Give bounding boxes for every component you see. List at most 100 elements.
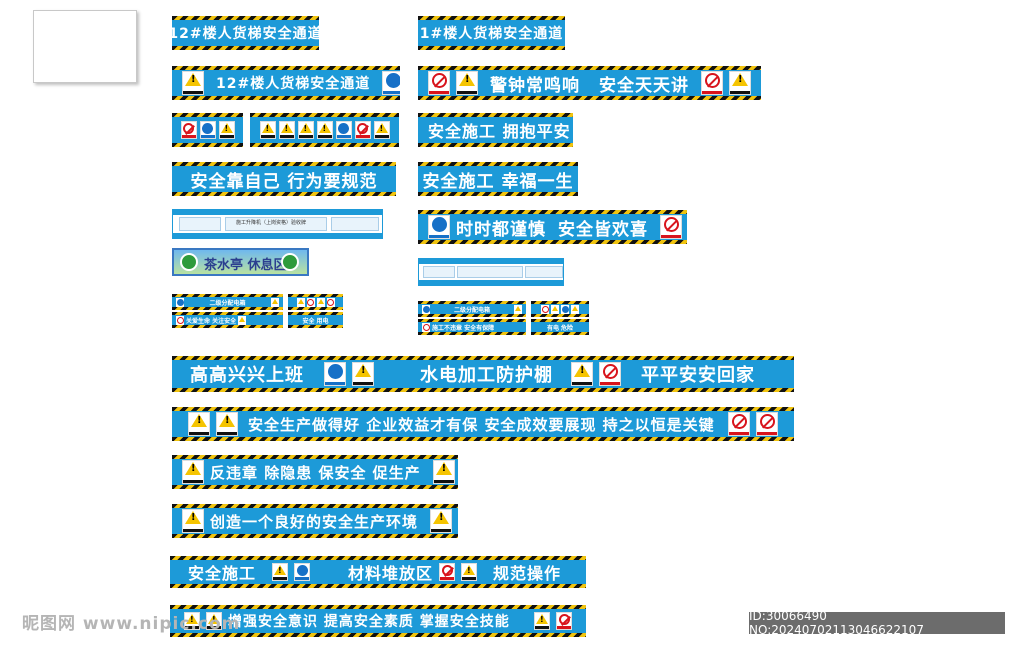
warning-sign-icon	[182, 71, 204, 95]
no-smoking-sign-icon	[176, 315, 184, 325]
info-board-panel: 施工升降机（上岗资格）验收牌	[172, 209, 383, 239]
green-sign-icon	[281, 253, 299, 271]
banner-text: 增强安全意识 提高安全素质 掌握安全技能	[228, 614, 510, 630]
helmet-sign-icon	[561, 304, 569, 314]
warning-sign-icon	[278, 121, 295, 139]
banner-text: 高高兴兴上班	[190, 365, 304, 386]
green-sign-icon	[180, 253, 198, 271]
warning-sign-icon	[206, 612, 222, 630]
no-smoking-sign-icon	[422, 322, 430, 332]
no-smoking-sign-icon	[756, 412, 778, 436]
banner-text: 安全施工 幸福一生	[422, 171, 574, 192]
rest-area-sign: 茶水亭 休息区	[172, 248, 309, 276]
warning-sign-icon	[188, 412, 210, 436]
warning-sign-icon	[297, 121, 314, 139]
warning-sign-icon	[430, 509, 453, 533]
warning-sign-icon	[184, 612, 200, 630]
banner-water-electric: 高高兴兴上班 水电加工防护棚 平平安安回家	[172, 356, 794, 392]
warning-sign-icon	[551, 304, 559, 314]
banner-alarm: 警钟常鸣响 安全天天讲	[418, 66, 761, 100]
warning-sign-icon	[238, 315, 247, 325]
banner-text: 12#楼人货梯安全通道	[216, 76, 371, 92]
warning-sign-icon	[316, 121, 333, 139]
helmet-sign-icon	[294, 563, 311, 581]
small-label: 二级分配电箱	[418, 301, 526, 317]
helmet-sign-icon	[199, 121, 216, 139]
no-smoking-sign-icon	[599, 362, 621, 386]
banner-text: 安全靠自己 行为要规范	[190, 171, 378, 192]
warning-sign-icon	[296, 297, 305, 307]
warning-sign-icon	[729, 71, 751, 95]
warning-sign-icon	[259, 121, 276, 139]
helmet-sign-icon	[176, 297, 184, 307]
small-label-text: 安全 用电	[302, 317, 329, 325]
warning-sign-icon	[218, 121, 235, 139]
banner-text: 反违章 除隐患 保安全 促生产	[210, 463, 421, 482]
helmet-sign-icon	[382, 71, 400, 95]
warning-sign-icon	[216, 412, 238, 436]
banner-text: 规范操作	[493, 564, 562, 583]
panel-title: 施工升降机（上岗资格）验收牌	[236, 220, 307, 226]
banner-careful: 时时都谨慎 安全皆欢喜	[418, 210, 687, 244]
banner-text: 水电加工防护棚	[420, 365, 553, 386]
warning-sign-icon	[373, 121, 390, 139]
no-smoking-sign-icon	[354, 121, 371, 139]
watermark-id: ID:30066490 NO:20240702113046622107	[749, 609, 1005, 637]
warning-sign-icon	[271, 297, 280, 307]
small-label: 二级分配电箱	[172, 294, 283, 310]
banner-text: 平平安安回家	[641, 365, 755, 386]
warning-sign-icon	[534, 612, 550, 630]
banner-anti-violation: 反违章 除隐患 保安全 促生产	[172, 455, 458, 489]
no-smoking-sign-icon	[306, 297, 315, 307]
banner-12-passage-icons: 12#楼人货梯安全通道	[172, 66, 400, 100]
warning-sign-icon	[182, 509, 204, 533]
helmet-sign-icon	[324, 362, 346, 386]
banner-12-passage: 12#楼人货梯安全通道	[172, 16, 319, 50]
small-label: 安全 用电	[288, 312, 343, 328]
no-smoking-sign-icon	[541, 304, 549, 314]
banner-environment: 创造一个良好的安全生产环境	[172, 504, 458, 538]
warning-sign-icon	[514, 304, 523, 314]
banner-1-passage: 1#楼人货梯安全通道	[418, 16, 565, 50]
banner-text: 安全施工	[188, 564, 257, 583]
no-smoking-sign-icon	[660, 215, 682, 239]
no-smoking-sign-icon	[556, 612, 572, 630]
no-smoking-sign-icon	[701, 71, 723, 95]
helmet-sign-icon	[422, 304, 430, 314]
small-label	[531, 301, 589, 317]
small-label-text: 关爱生命 关注安全	[186, 317, 237, 325]
banner-text: 12#楼人货梯安全通道	[172, 26, 319, 42]
small-label-text: 施工不违章 安全有保障	[432, 324, 495, 332]
banner-text: 安全施工 拥抱平安	[428, 122, 571, 141]
banner-text: 1#楼人货梯安全通道	[419, 26, 564, 42]
warning-sign-icon	[272, 563, 289, 581]
no-smoking-sign-icon	[728, 412, 750, 436]
icon-strip-short	[172, 113, 243, 147]
small-label-text: 二级分配电箱	[454, 306, 491, 314]
banner-material-area: 安全施工 材料堆放区 规范操作	[170, 556, 586, 588]
warning-sign-icon	[456, 71, 478, 95]
watermark-site: 昵图网 www.nipic.com	[22, 614, 241, 634]
warning-sign-icon	[316, 297, 325, 307]
small-label-text: 二级分配电箱	[209, 299, 246, 307]
info-board-panel	[418, 258, 564, 286]
no-smoking-sign-icon	[428, 71, 450, 95]
banner-production: 安全生产做得好 企业效益才有保 安全成效要展现 持之以恒是关键	[172, 407, 794, 441]
helmet-sign-icon	[335, 121, 352, 139]
banner-safe-construction: 安全施工 拥抱平安	[418, 113, 573, 147]
banner-text: 创造一个良好的安全生产环境	[210, 512, 419, 531]
banner-self-safety: 安全靠自己 行为要规范	[172, 162, 396, 196]
warning-sign-icon	[461, 563, 478, 581]
helmet-sign-icon	[428, 215, 450, 239]
warning-sign-icon	[352, 362, 374, 386]
icon-strip-long	[250, 113, 399, 147]
banner-text: 警钟常鸣响	[490, 75, 580, 96]
small-label	[288, 294, 343, 310]
small-label: 有电 危险	[531, 319, 589, 335]
no-smoking-sign-icon	[180, 121, 197, 139]
thumbnail-frame	[33, 10, 137, 83]
small-label: 施工不违章 安全有保障	[418, 319, 526, 335]
banner-text: 材料堆放区	[348, 564, 434, 583]
warning-sign-icon	[182, 460, 204, 484]
no-smoking-sign-icon	[326, 297, 335, 307]
